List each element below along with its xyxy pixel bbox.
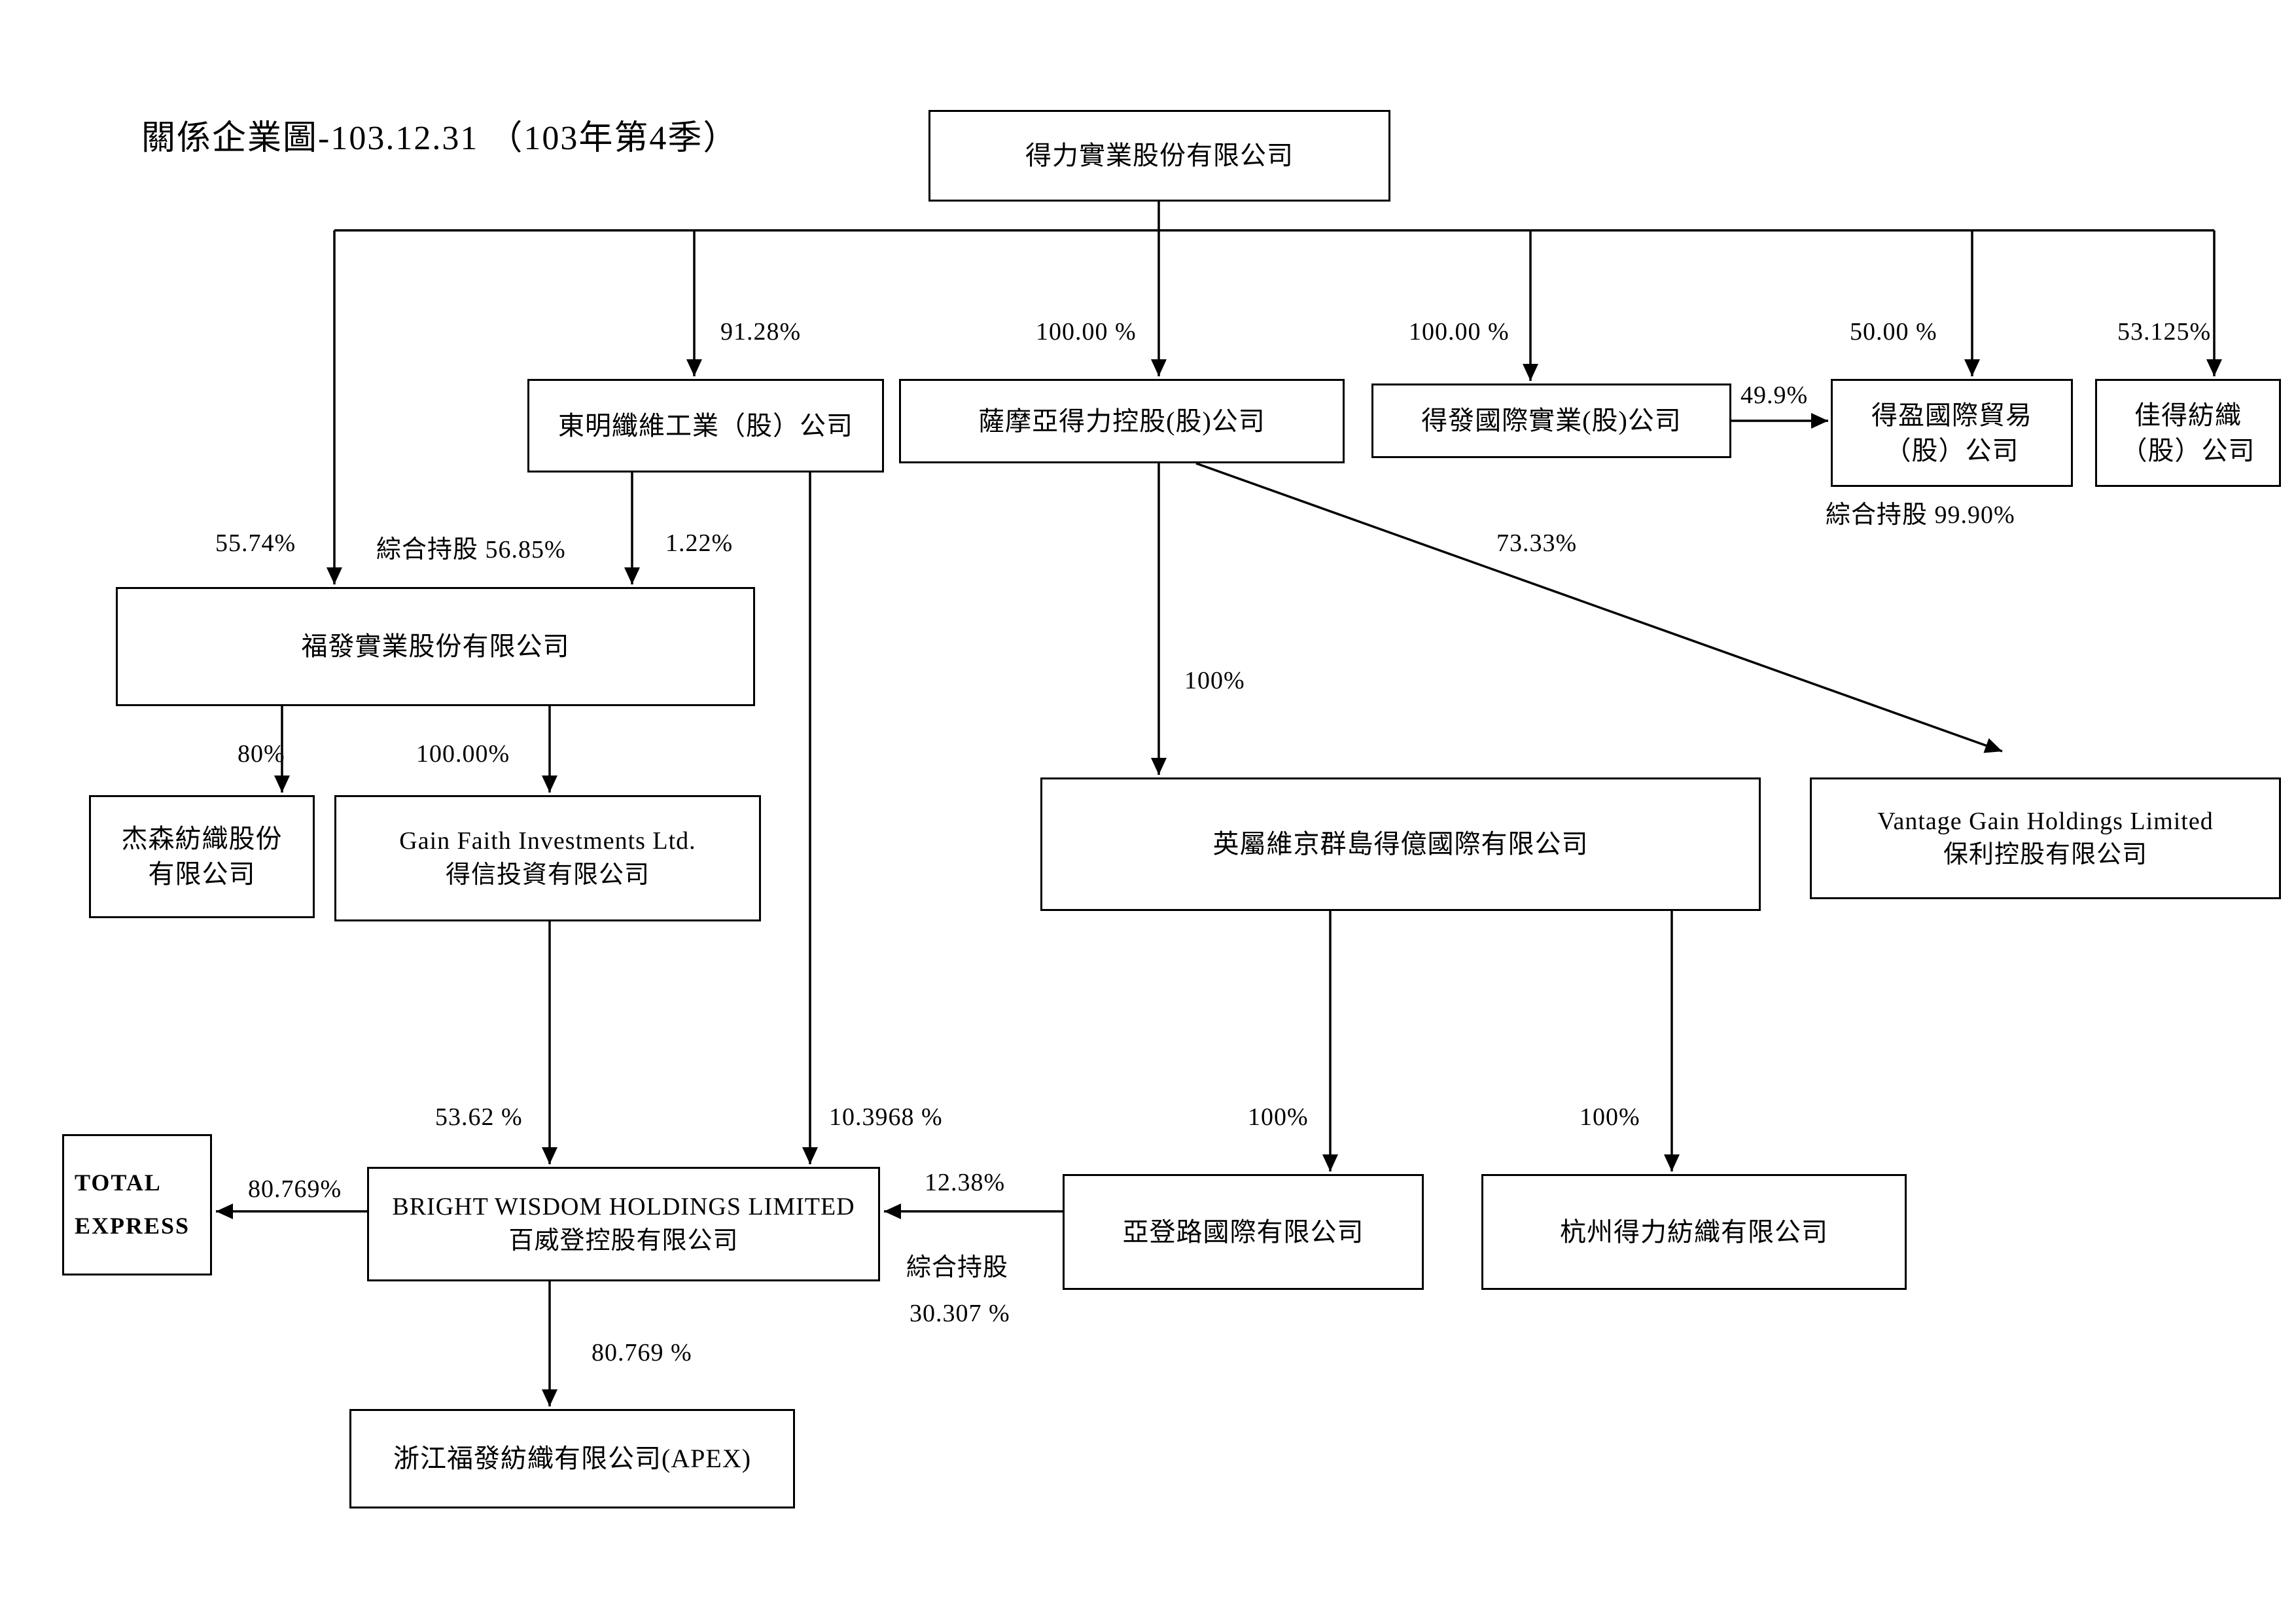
label-pct-yadenglu: 100% [1248,1103,1309,1131]
label-pct-vantage: 73.33% [1496,529,1578,557]
label-pct-bright-to-zhejiang: 80.769 % [592,1339,692,1366]
node-dongming: 東明纖維工業（股）公司 [527,379,884,473]
label-pct-deying: 50.00 % [1850,318,1937,346]
node-defa-label: 得發國際實業(股)公司 [1421,406,1682,435]
label-pct-samoa: 100.00 % [1036,318,1137,346]
node-hangzhou-label: 杭州得力紡織有限公司 [1560,1217,1828,1247]
label-pct-bvi: 100% [1184,667,1245,694]
page-title: 關係企業圖-103.12.31 （103年第4季） [141,120,739,157]
label-pct-defa: 100.00 % [1409,318,1510,346]
node-deying-label-2: （股）公司 [1884,435,2019,465]
node-zhejiang-label: 浙江福發紡織有限公司(APEX) [393,1444,752,1473]
label-pct-jiade: 53.125% [2117,318,2212,346]
edge-samoa-vantage [1195,462,2003,753]
node-zhejiang: 浙江福發紡織有限公司(APEX) [349,1409,795,1508]
label-pct-dongming-to-fufa: 1.22% [665,529,733,557]
label-pct-gainfaith: 100.00% [416,740,510,768]
node-bvi: 英屬維京群島得億國際有限公司 [1040,777,1761,911]
node-jiade-label-1: 佳得紡織 [2134,400,2242,430]
node-jiade: 佳得紡織 （股）公司 [2095,379,2281,487]
label-pct-defa-to-deying: 49.9% [1740,382,1809,409]
node-yadenglu-label: 亞登路國際有限公司 [1122,1217,1364,1247]
node-bright: BRIGHT WISDOM HOLDINGS LIMITED 百威登控股有限公司 [367,1167,880,1281]
node-vantage-label-2: 保利控股有限公司 [1943,841,2147,868]
label-combined-bright-title: 綜合持股 [906,1254,1009,1281]
node-bvi-label: 英屬維京群島得億國際有限公司 [1212,829,1589,859]
label-pct-dongming: 91.28% [720,318,802,346]
label-combined-fufa: 綜合持股 56.85% [376,536,566,563]
label-combined-deying: 綜合持股 99.90% [1826,501,2015,529]
node-deli-label: 得力實業股份有限公司 [1025,141,1294,170]
node-gainfaith: Gain Faith Investments Ltd. 得信投資有限公司 [334,795,761,921]
node-deying-label-1: 得盈國際貿易 [1871,400,2032,430]
node-total-express: TOTAL EXPRESS [62,1134,212,1275]
node-bright-label-1: BRIGHT WISDOM HOLDINGS LIMITED [392,1193,855,1221]
node-jiesen-label-1: 杰森紡織股份 [121,824,283,853]
label-pct-dongming-to-bright: 10.3968 % [829,1103,943,1131]
node-total-express-label-1: TOTAL [75,1169,162,1196]
node-jiade-label-2: （股）公司 [2121,435,2255,465]
node-vantage: Vantage Gain Holdings Limited 保利控股有限公司 [1810,777,2281,899]
node-dongming-label: 東明纖維工業（股）公司 [558,410,853,440]
node-gainfaith-label-1: Gain Faith Investments Ltd. [399,827,696,855]
label-combined-bright-value: 30.307 % [910,1300,1010,1327]
label-pct-yadenglu-to-bright: 12.38% [925,1169,1006,1196]
label-pct-hangzhou: 100% [1580,1103,1640,1131]
node-fufa: 福發實業股份有限公司 [116,587,755,706]
label-pct-jiesen: 80% [238,740,285,768]
node-deying: 得盈國際貿易 （股）公司 [1831,379,2073,487]
node-samoa: 薩摩亞得力控股(股)公司 [899,379,1345,463]
node-fufa-label: 福發實業股份有限公司 [301,632,570,661]
node-bright-label-2: 百威登控股有限公司 [508,1226,739,1255]
node-gainfaith-label-2: 得信投資有限公司 [445,861,650,889]
node-total-express-label-2: EXPRESS [75,1213,190,1239]
node-jiesen-label-2: 有限公司 [148,859,256,889]
node-defa: 得發國際實業(股)公司 [1371,383,1731,458]
label-pct-fufa: 55.74% [215,529,296,557]
node-vantage-label-1: Vantage Gain Holdings Limited [1877,807,2214,835]
node-deli: 得力實業股份有限公司 [928,110,1390,202]
label-pct-gainfaith-to-bright: 53.62 % [435,1103,523,1131]
node-yadenglu: 亞登路國際有限公司 [1063,1174,1424,1290]
node-jiesen: 杰森紡織股份 有限公司 [89,795,315,918]
node-samoa-label: 薩摩亞得力控股(股)公司 [978,406,1265,436]
label-pct-bright-to-total: 80.769% [248,1175,342,1203]
node-hangzhou: 杭州得力紡織有限公司 [1481,1174,1907,1290]
